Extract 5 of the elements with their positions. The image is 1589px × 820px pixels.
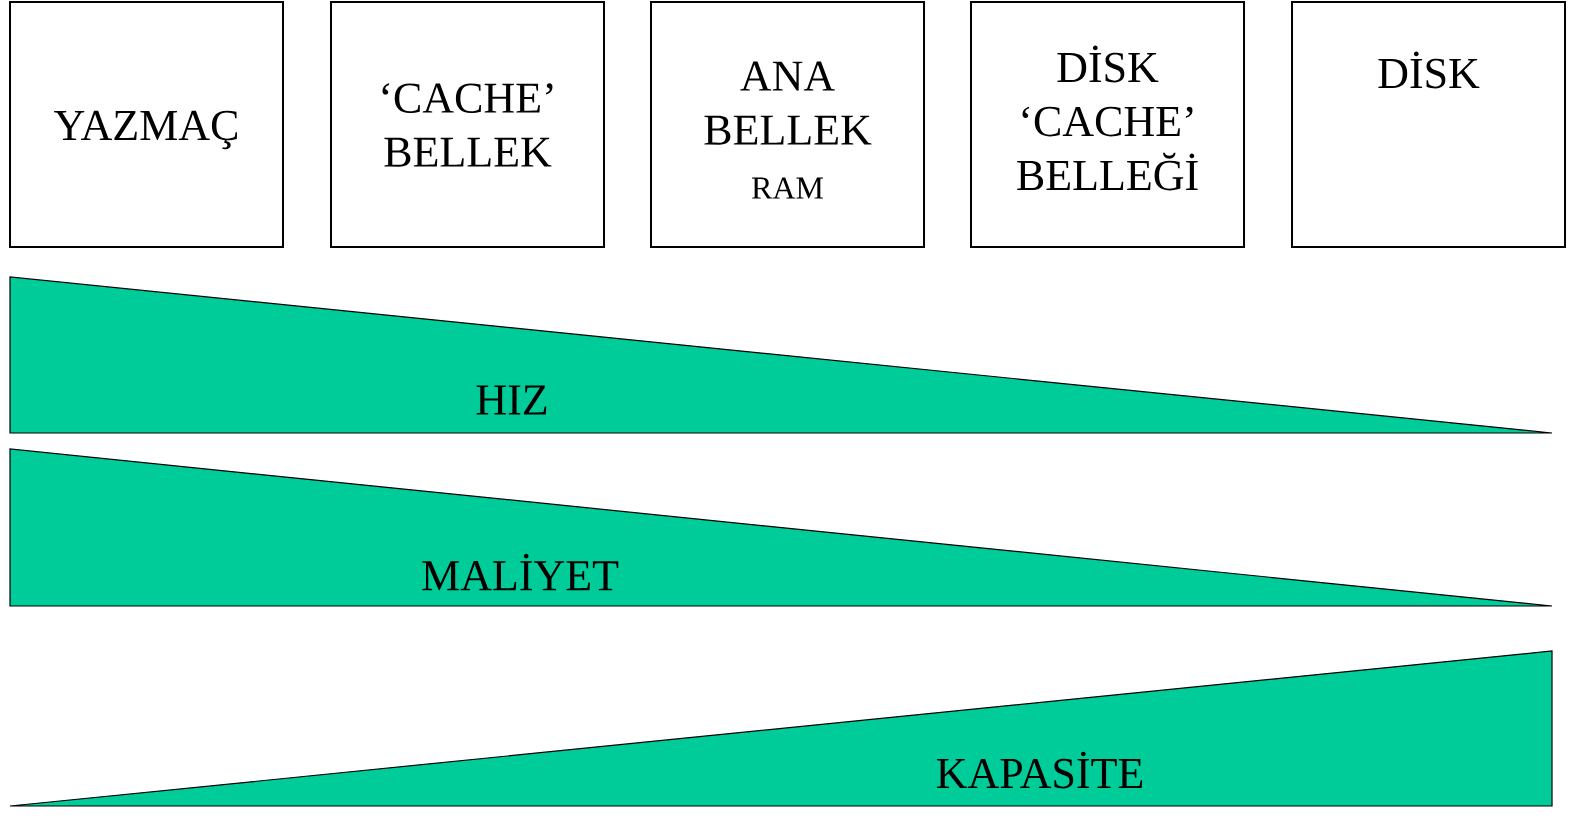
memory-box: ANA BELLEK RAM xyxy=(650,1,925,248)
memory-box: YAZMAÇ xyxy=(9,1,284,248)
memory-box: ‘CACHE’ BELLEK xyxy=(330,1,605,248)
memory-box: DİSK xyxy=(1291,1,1566,248)
memory-box: DİSK ‘CACHE’ BELLEĞİ xyxy=(970,1,1245,248)
